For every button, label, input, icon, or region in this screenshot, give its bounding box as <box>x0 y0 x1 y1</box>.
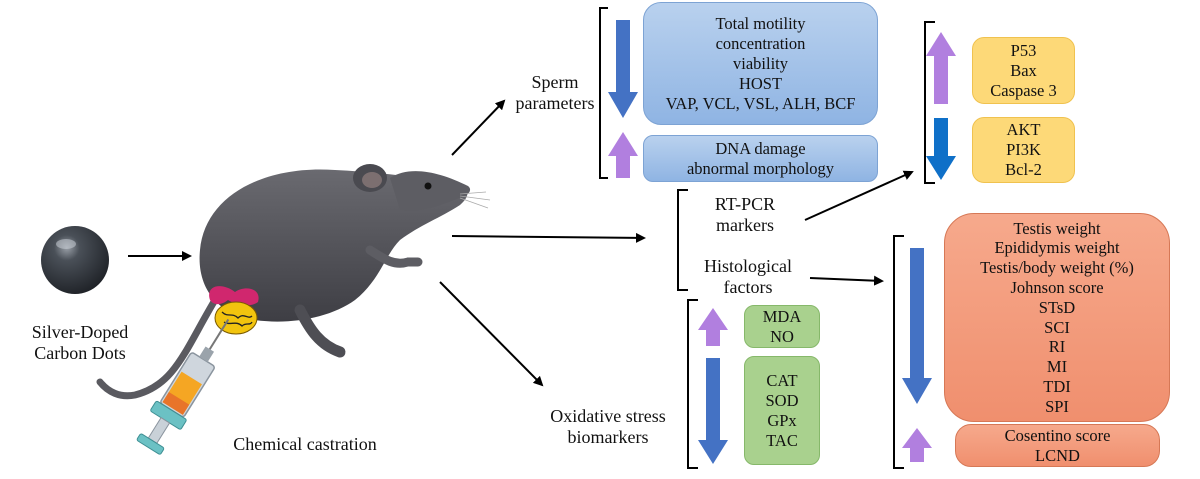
oxidative-stress-label: Oxidative stress biomarkers <box>550 406 666 447</box>
sperm-up-arrow-icon <box>608 132 638 178</box>
castration-label: Chemical castration <box>233 434 377 454</box>
arrow-rat-to-sperm <box>451 99 506 156</box>
oxidative-increased-box: MDA NO <box>744 305 820 348</box>
sperm-bracket <box>599 7 608 179</box>
rat-illustration <box>96 164 491 400</box>
histology-down-arrow-icon <box>902 248 932 404</box>
sperm-parameters-label: Sperm parameters <box>515 72 595 113</box>
arrow-rat-to-oxidative <box>439 281 544 387</box>
arrow-histo-to-histology <box>809 275 884 286</box>
histology-up-arrow-icon <box>902 428 932 462</box>
rtpcr-up-arrow-icon <box>926 32 956 104</box>
rtpcr-decreased-box: AKT PI3K Bcl-2 <box>972 117 1075 183</box>
oxidative-down-arrow-icon <box>698 358 728 464</box>
histology-increased-box: Cosentino score LCND <box>955 424 1160 467</box>
histology-bracket <box>893 235 904 469</box>
testis-icon <box>209 286 259 335</box>
rtpcr-markers-label: RT-PCR markers <box>714 194 776 235</box>
syringe-icon <box>136 318 230 455</box>
sperm-down-arrow-icon <box>608 20 638 118</box>
histology-decreased-box: Testis weight Epididymis weight Testis/b… <box>944 213 1170 422</box>
oxidative-up-arrow-icon <box>698 308 728 346</box>
rtpcr-bracket <box>924 21 935 184</box>
rtpcr-down-arrow-icon <box>926 118 956 180</box>
histological-factors-label: Histological factors <box>704 256 792 297</box>
nanoparticle-sphere-icon <box>41 226 109 294</box>
oxidative-bracket <box>687 299 698 469</box>
sperm-increased-box: DNA damage abnormal morphology <box>643 135 878 182</box>
arrow-rat-to-center <box>451 232 646 243</box>
center-bracket <box>677 189 688 291</box>
sperm-decreased-box: Total motility concentration viability H… <box>643 2 878 125</box>
nanoparticle-label: Silver-Doped Carbon Dots <box>31 322 129 363</box>
rtpcr-increased-box: P53 Bax Caspase 3 <box>972 37 1075 104</box>
oxidative-decreased-box: CAT SOD GPx TAC <box>744 356 820 465</box>
arrow-rtpcr-to-genes <box>804 170 914 221</box>
